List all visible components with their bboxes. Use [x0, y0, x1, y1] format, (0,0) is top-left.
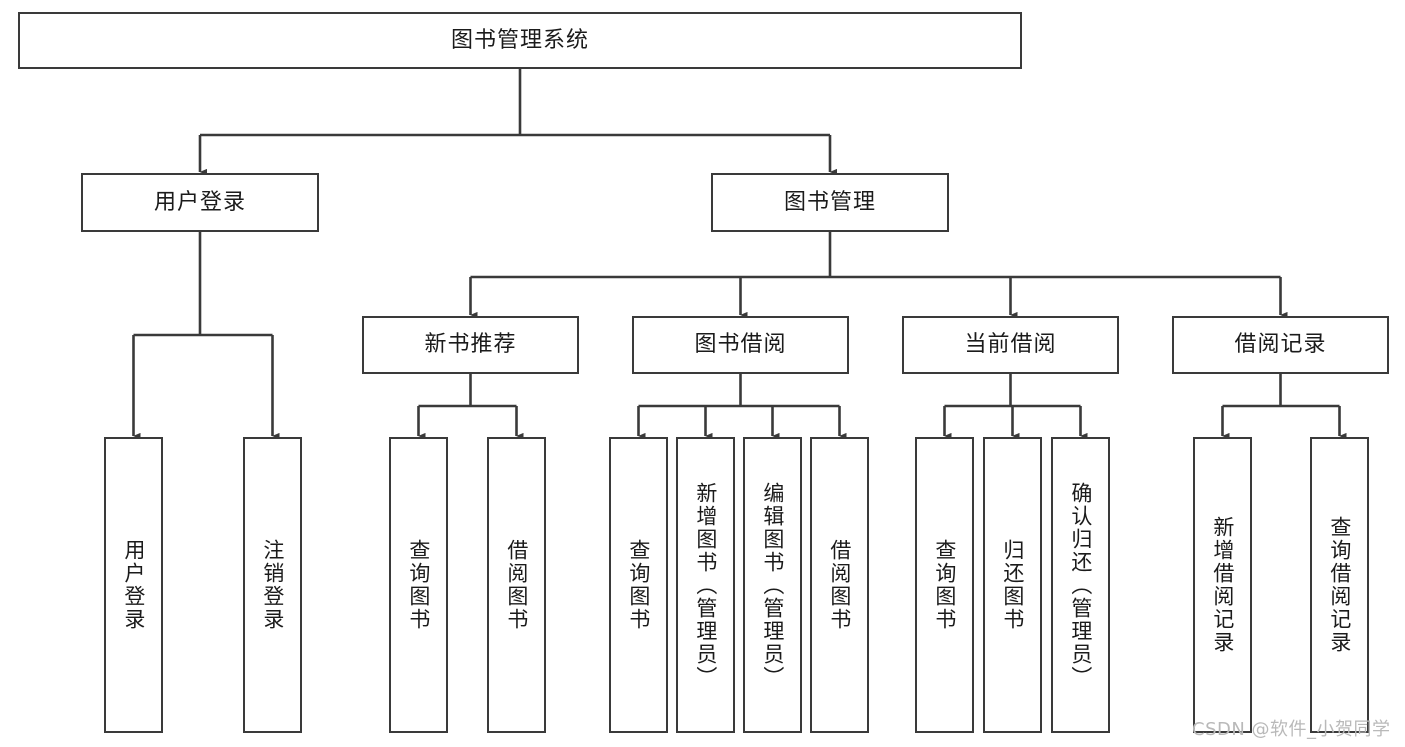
node-user-login[interactable]: 用户登录 — [81, 173, 319, 232]
leaf-borrow-edit-book[interactable]: 编辑图书（管理员） — [743, 437, 802, 733]
leaf-recommend-query-book-label: 查询图书 — [406, 539, 431, 631]
leaf-recommend-borrow-book[interactable]: 借阅图书 — [487, 437, 546, 733]
node-new-book-recommend[interactable]: 新书推荐 — [362, 316, 579, 374]
node-borrow-record-label: 借阅记录 — [1234, 332, 1327, 357]
leaf-record-query-label: 查询借阅记录 — [1327, 516, 1352, 654]
leaf-current-return-book-label: 归还图书 — [1000, 539, 1025, 631]
leaf-user-login[interactable]: 用户登录 — [104, 437, 163, 733]
leaf-borrow-do-borrow-label: 借阅图书 — [827, 539, 852, 631]
leaf-recommend-query-book[interactable]: 查询图书 — [389, 437, 448, 733]
node-root[interactable]: 图书管理系统 — [18, 12, 1022, 69]
leaf-borrow-query-book-label: 查询图书 — [626, 539, 651, 631]
leaf-current-return-book[interactable]: 归还图书 — [983, 437, 1042, 733]
node-new-book-recommend-label: 新书推荐 — [424, 332, 517, 357]
node-current-borrow-label: 当前借阅 — [964, 332, 1057, 357]
leaf-current-query-book-label: 查询图书 — [932, 539, 957, 631]
node-borrow-record[interactable]: 借阅记录 — [1172, 316, 1389, 374]
leaf-borrow-do-borrow[interactable]: 借阅图书 — [810, 437, 869, 733]
leaf-record-add[interactable]: 新增借阅记录 — [1193, 437, 1252, 733]
leaf-recommend-borrow-book-label: 借阅图书 — [504, 539, 529, 631]
leaf-borrow-add-book-label: 新增图书（管理员） — [693, 481, 718, 689]
node-current-borrow[interactable]: 当前借阅 — [902, 316, 1119, 374]
leaf-borrow-add-book[interactable]: 新增图书（管理员） — [676, 437, 735, 733]
leaf-user-logout[interactable]: 注销登录 — [243, 437, 302, 733]
leaf-current-confirm-return[interactable]: 确认归还（管理员） — [1051, 437, 1110, 733]
leaf-current-query-book[interactable]: 查询图书 — [915, 437, 974, 733]
node-book-borrow-label: 图书借阅 — [694, 332, 787, 357]
node-root-label: 图书管理系统 — [450, 27, 589, 53]
node-book-manage[interactable]: 图书管理 — [711, 173, 949, 232]
leaf-borrow-edit-book-label: 编辑图书（管理员） — [760, 481, 785, 689]
node-book-manage-label: 图书管理 — [783, 189, 876, 215]
leaf-user-logout-label: 注销登录 — [260, 539, 285, 631]
node-book-borrow[interactable]: 图书借阅 — [632, 316, 849, 374]
leaf-current-confirm-return-label: 确认归还（管理员） — [1068, 481, 1093, 689]
leaf-record-add-label: 新增借阅记录 — [1210, 516, 1235, 654]
leaf-record-query[interactable]: 查询借阅记录 — [1310, 437, 1369, 733]
leaf-borrow-query-book[interactable]: 查询图书 — [609, 437, 668, 733]
leaf-user-login-label: 用户登录 — [121, 539, 146, 631]
csdn-watermark: CSDN @软件_小贺同学 — [1192, 719, 1391, 740]
node-user-login-label: 用户登录 — [153, 189, 246, 215]
